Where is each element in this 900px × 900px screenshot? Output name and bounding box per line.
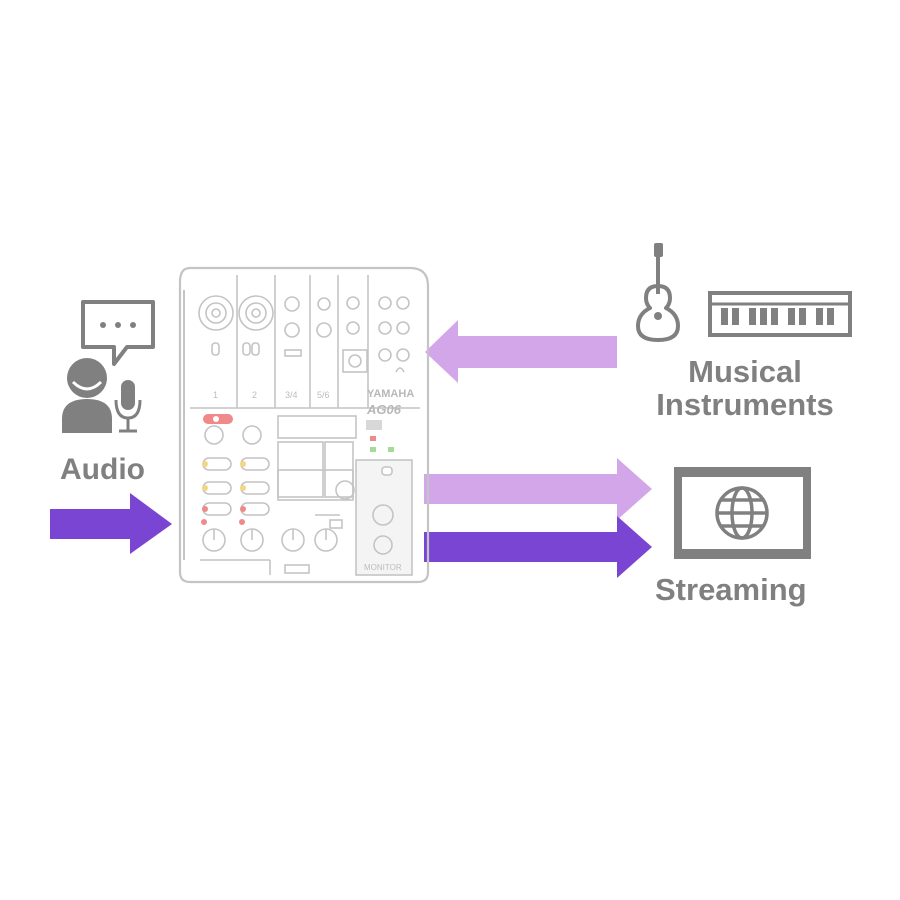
instrument-input-arrow <box>425 320 617 383</box>
mixer-monitor: MONITOR <box>364 563 402 572</box>
person-icon <box>62 358 112 433</box>
musical-label-line2: Instruments <box>656 387 834 422</box>
speech-bubble-icon <box>81 300 155 366</box>
mixer-model: AG06 <box>366 402 402 417</box>
mixer-device <box>178 266 430 584</box>
globe-icon <box>715 486 769 540</box>
channel-1: 1 <box>213 390 218 400</box>
channel-2: 2 <box>252 390 257 400</box>
musical-label-line1: Musical <box>688 354 802 389</box>
microphone-icon <box>114 380 142 433</box>
mixer-brand: YAMAHA <box>367 388 414 400</box>
mixer-indicators <box>201 414 394 525</box>
output-arrow-light <box>424 458 652 520</box>
audio-label: Audio <box>60 453 145 486</box>
streaming-label: Streaming <box>655 572 807 607</box>
guitar-icon <box>636 243 680 342</box>
channel-5-6: 5/6 <box>317 390 330 400</box>
channel-3-4: 3/4 <box>285 390 298 400</box>
keyboard-icon <box>708 291 852 337</box>
audio-input-arrow <box>50 493 172 554</box>
mixer-texts: YAMAHA AG06 1 2 3/4 5/6 MONITOR <box>213 388 414 572</box>
musical-instruments-label: Musical Instruments <box>640 355 850 421</box>
output-arrow-dark <box>424 516 652 578</box>
